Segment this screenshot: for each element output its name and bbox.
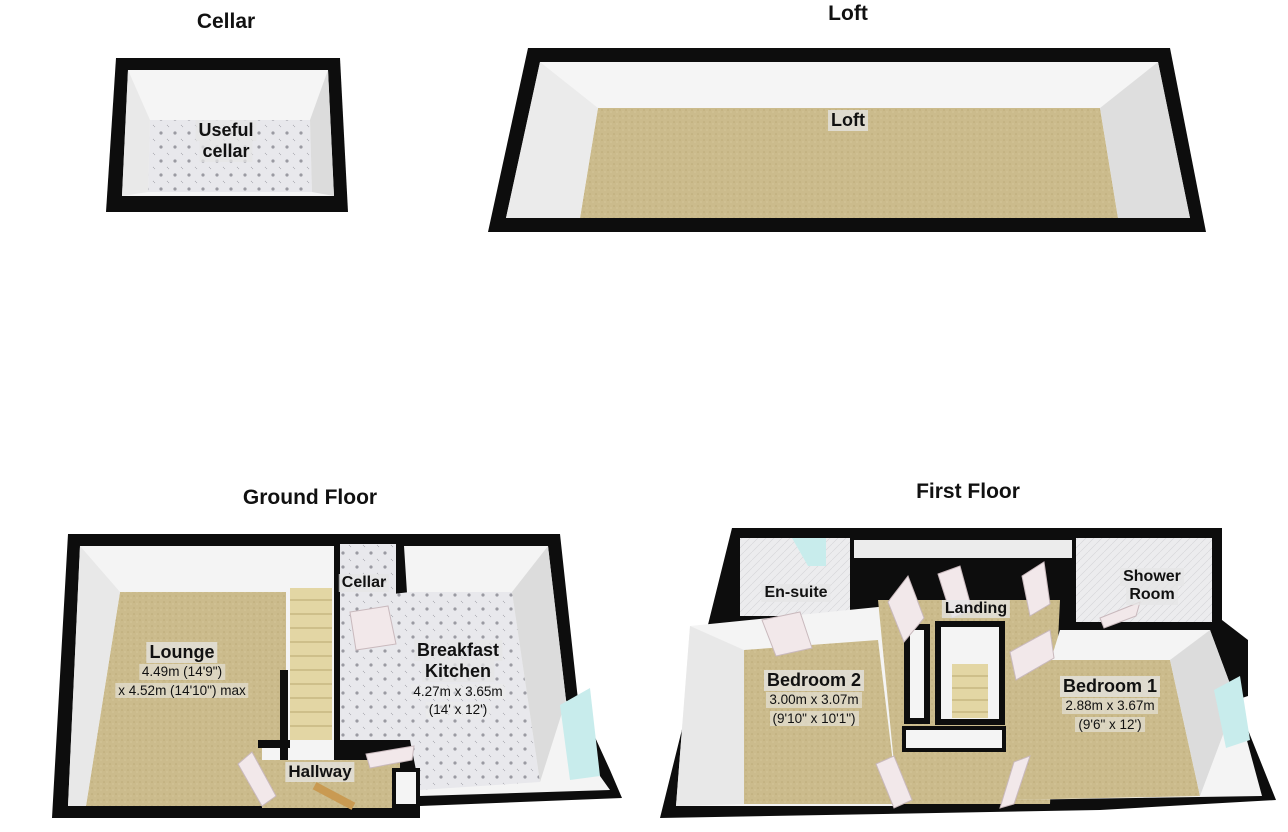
- lounge-dims-2: x 4.52m (14'10") max: [115, 682, 249, 699]
- bedroom1-name: Bedroom 1: [1059, 676, 1161, 697]
- first-floor-title: First Floor: [916, 480, 1020, 503]
- cellar-right-wall-shade: [310, 70, 334, 196]
- bedroom2-door: [875, 755, 913, 809]
- lounge-door: [237, 751, 277, 807]
- cellar-room-divider: [334, 540, 340, 740]
- lounge-left-wall-shade: [68, 546, 120, 806]
- kitchen-door: [365, 745, 415, 769]
- bedroom1-label: Bedroom 1 2.88m x 3.67m (9'6" x 12'): [1059, 676, 1161, 734]
- loft-left-wall-shade: [506, 62, 598, 218]
- ensuite-name: En-suite: [761, 584, 831, 603]
- loft-floor-title: Loft: [828, 2, 868, 25]
- lounge-floor: [86, 592, 286, 806]
- hallway-label: Hallway: [285, 762, 355, 782]
- kitchen-window-bay: [560, 688, 600, 780]
- kitchen-name-2: Kitchen: [421, 661, 495, 683]
- cellar-stairs-name: Cellar: [338, 574, 390, 593]
- loft-room-name: Loft: [828, 110, 868, 131]
- kitchen-right-wall-shade: [512, 546, 566, 782]
- bedroom1-right-wall-shade: [1170, 630, 1236, 796]
- bedroom1-door: [1009, 629, 1055, 681]
- stairs-treads: [290, 599, 332, 727]
- cellar-door: [349, 605, 397, 651]
- bedroom2-label: Bedroom 2 3.00m x 3.07m (9'10" x 10'1"): [763, 670, 865, 728]
- utility-block: [392, 768, 420, 808]
- landing-name: Landing: [941, 600, 1011, 619]
- hallway-right-wall: [334, 740, 406, 748]
- loft-right-wall-shade: [1100, 62, 1190, 218]
- top-cupboards: [850, 536, 1076, 562]
- useful-cellar-label: Useful cellar: [195, 120, 257, 163]
- landing-door-1: [887, 574, 925, 643]
- stairs-first-treads: [952, 675, 988, 713]
- shower-door: [1099, 601, 1141, 629]
- hallway-name: Hallway: [285, 762, 355, 782]
- stairs-ground: [290, 588, 332, 740]
- loft-floor: [580, 108, 1118, 218]
- bedroom2-name: Bedroom 2: [763, 670, 865, 691]
- loft-room-label: Loft: [828, 110, 868, 131]
- landing-cupboard-inner: [910, 630, 924, 718]
- useful-cellar-name-2: cellar: [199, 141, 253, 163]
- cellar-stairs-label: Cellar: [338, 574, 390, 593]
- stairs-first: [952, 664, 988, 718]
- bedroom1-window: [1214, 676, 1250, 748]
- stairs-wall: [280, 670, 288, 760]
- kitchen-label: Breakfast Kitchen 4.27m x 3.65m (14' x 1…: [410, 640, 506, 720]
- front-door-mat: [312, 782, 356, 810]
- lounge-dims-1: 4.49m (14'9"): [138, 664, 226, 680]
- landing-front-wall: [902, 726, 1006, 752]
- loft-plan: [488, 48, 1206, 232]
- cellar-room-right-wall: [396, 540, 402, 610]
- ground-floor-title: Ground Floor: [242, 486, 378, 509]
- ensuite-window: [792, 538, 826, 566]
- cellar-floor-title: Cellar: [196, 10, 256, 33]
- landing-label: Landing: [941, 600, 1011, 619]
- bedroom2-left-wall-shade: [676, 626, 744, 806]
- bedroom1-dims-2: (9'6" x 12'): [1075, 716, 1145, 733]
- bedroom2-dims-2: (9'10" x 10'1"): [769, 710, 859, 727]
- kitchen-dims-1: 4.27m x 3.65m: [410, 683, 506, 700]
- hallway-left-wall: [258, 740, 290, 748]
- kitchen-dims-2: (14' x 12'): [425, 702, 491, 718]
- cellar-left-wall-shade: [122, 70, 150, 196]
- landing-door-4: [999, 755, 1031, 809]
- kitchen-name-1: Breakfast: [413, 640, 503, 661]
- bedroom2-dims-1: 3.00m x 3.07m: [766, 692, 862, 708]
- shower-room-name-1: Shower: [1120, 568, 1184, 587]
- ensuite-door: [761, 611, 813, 657]
- shower-room-label: Shower Room: [1120, 568, 1184, 605]
- ensuite-label: En-suite: [761, 584, 831, 603]
- shower-room-name-2: Room: [1126, 586, 1178, 605]
- ensuite-room: [740, 538, 850, 616]
- bedroom1-dims-1: 2.88m x 3.67m: [1062, 698, 1158, 714]
- useful-cellar-name-1: Useful: [195, 120, 257, 141]
- lounge-name: Lounge: [146, 642, 218, 663]
- lounge-label: Lounge 4.49m (14'9") x 4.52m (14'10") ma…: [115, 642, 249, 700]
- landing-door-3: [1021, 561, 1051, 617]
